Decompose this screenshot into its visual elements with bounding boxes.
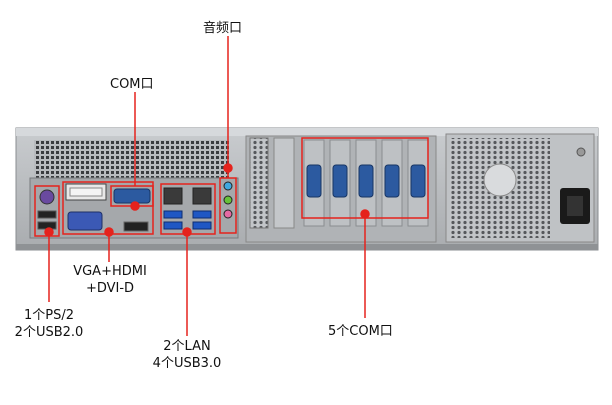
com-port [410, 164, 426, 198]
label-audio-port: 音频口 [203, 21, 243, 36]
usb2-port [37, 210, 57, 219]
usb3-port [163, 210, 183, 219]
com-port [332, 164, 348, 198]
label-vga-hdmi-dvi: VGA+HDMI +DVI-D [73, 264, 147, 296]
usb3-port [163, 221, 183, 230]
audio-jack [223, 209, 233, 219]
vga-port [67, 211, 103, 231]
usb3-port [192, 221, 212, 230]
ps2-port [39, 189, 55, 205]
slot-cover-vented [249, 137, 269, 229]
audio-jack [223, 195, 233, 205]
usb3-port [192, 210, 212, 219]
com-port [358, 164, 374, 198]
hdmi-port [123, 221, 149, 232]
lan-port [192, 187, 212, 205]
screw-icon [576, 147, 586, 157]
label-com-port: COM口 [110, 77, 154, 92]
label-5-com-ports: 5个COM口 [328, 324, 393, 339]
slot-cover [273, 137, 295, 229]
audio-jack [223, 181, 233, 191]
com-port [306, 164, 322, 198]
com-port [384, 164, 400, 198]
com-port-io [113, 188, 151, 204]
vent-mesh [34, 140, 229, 178]
lan-port [163, 187, 183, 205]
label-ps2-usb2: 1个PS/2 2个USB2.0 [14, 308, 84, 340]
label-lan-usb3: 2个LAN 4个USB3.0 [152, 339, 222, 371]
